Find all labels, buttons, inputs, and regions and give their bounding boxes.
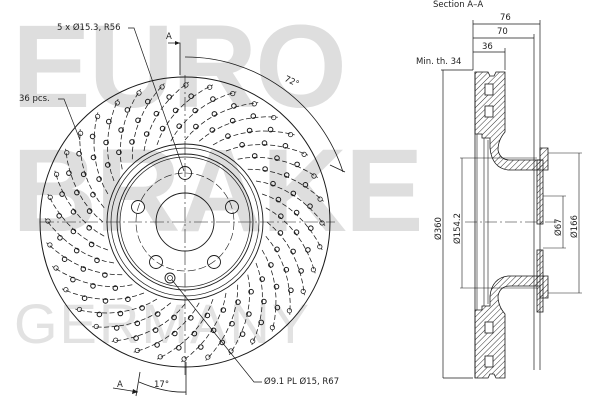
dim-d166: Ø166 <box>570 215 580 238</box>
dim-d154: Ø154.2 <box>453 212 463 244</box>
dim-70: 70 <box>497 27 508 37</box>
watermark-euro: EURO <box>12 1 347 133</box>
friction-ring-inner-edge <box>106 143 264 301</box>
disc-outer-edge <box>39 76 331 368</box>
locator-hole <box>164 272 176 284</box>
section-marker-bottom: A <box>117 380 123 390</box>
dim-76: 76 <box>500 13 511 23</box>
angle-17-label: 17° <box>154 380 170 390</box>
drilled-holes <box>56 93 314 351</box>
dim-36: 36 <box>482 42 493 52</box>
dim-d360: Ø360 <box>434 217 444 240</box>
center-bore <box>155 192 215 252</box>
bolt-holes-label: 5 x Ø15.3, R56 <box>57 23 121 33</box>
hat-outer <box>116 153 254 291</box>
section-title: Section A–A <box>433 0 484 10</box>
min-thickness-label: Min. th. 34 <box>416 57 462 67</box>
vent-count-label: 36 pcs. <box>19 94 50 104</box>
vent-slots <box>44 81 326 363</box>
dim-d67: Ø67 <box>554 218 564 236</box>
section-marker-top: A <box>166 32 172 42</box>
bolt-circle <box>135 172 235 272</box>
watermark-germany: GERMANY <box>14 292 312 355</box>
small-hole-label: Ø9.1 PL Ø15, R67 <box>264 377 340 387</box>
front-view <box>39 27 346 397</box>
section-view <box>441 20 582 379</box>
bolt-holes <box>131 166 239 269</box>
